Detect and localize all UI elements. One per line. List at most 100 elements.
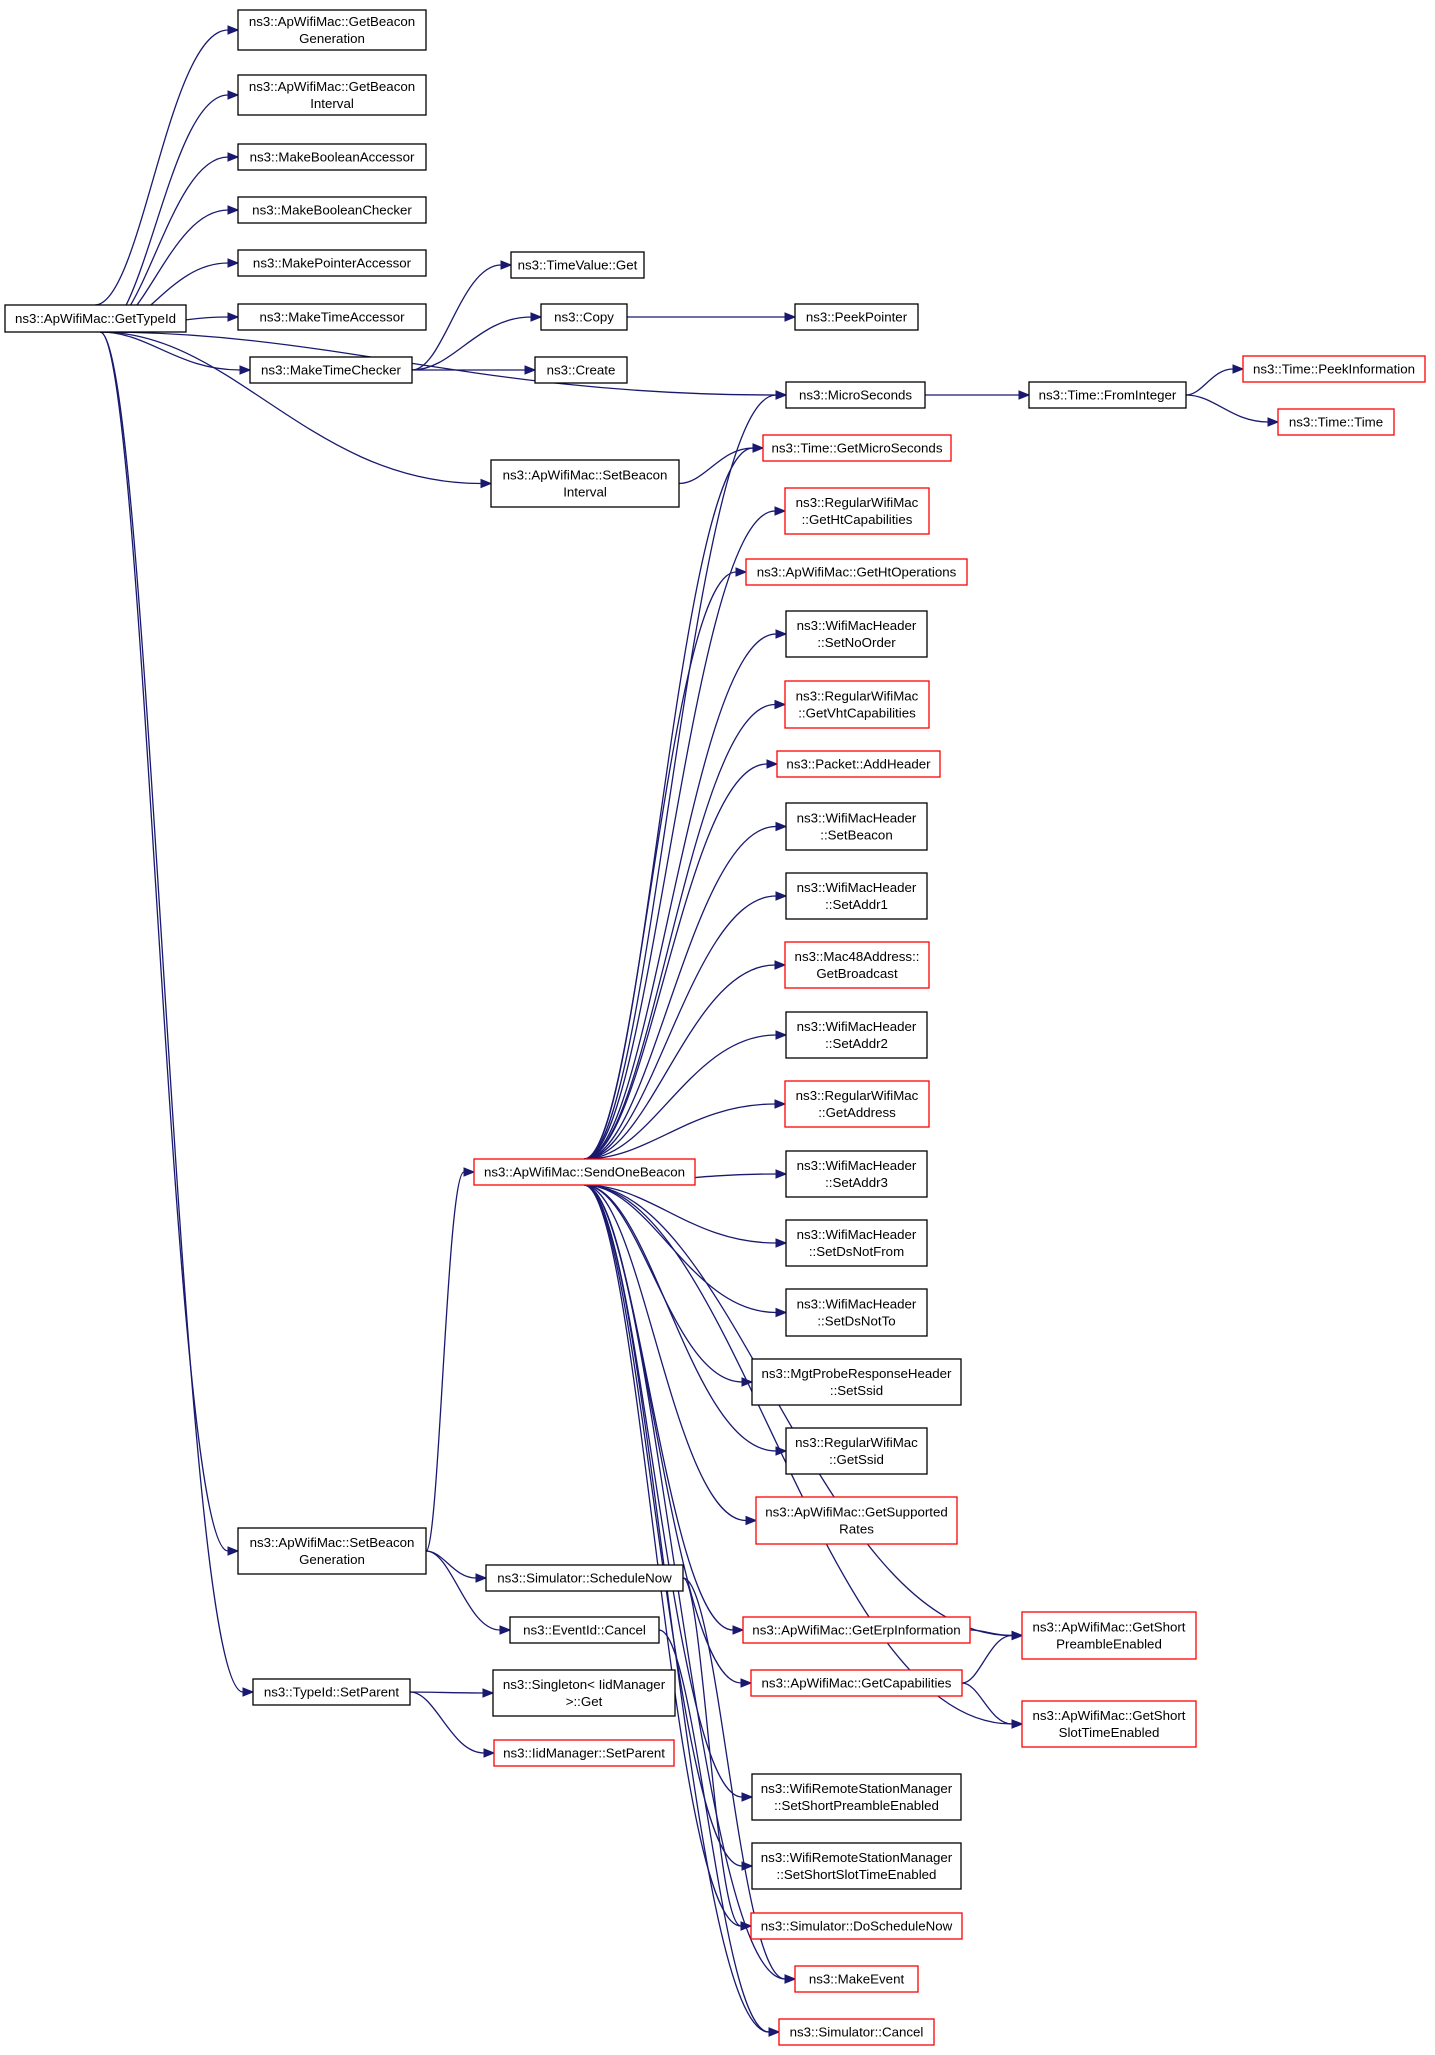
arrowhead-fromint-to-timetime xyxy=(1267,417,1280,427)
node-sendone[interactable]: ns3::ApWifiMac::SendOneBeacon xyxy=(473,1158,696,1186)
node-box-mbacc xyxy=(237,143,427,171)
node-timetime[interactable]: ns3::Time::Time xyxy=(1277,408,1395,436)
node-evcancel[interactable]: ns3::EventId::Cancel xyxy=(509,1616,660,1644)
node-getmicro[interactable]: ns3::Time::GetMicroSeconds xyxy=(762,434,952,462)
arrowhead-sendone-to-getcaps xyxy=(740,1678,753,1688)
node-label-singleton-line-2: >::Get xyxy=(566,1694,603,1709)
node-peekinfo[interactable]: ns3::Time::PeekInformation xyxy=(1242,355,1426,383)
edge-root-to-micro xyxy=(99,331,777,396)
node-doschednow[interactable]: ns3::Simulator::DoScheduleNow xyxy=(750,1912,963,1940)
node-wrsmslot[interactable]: ns3::WifiRemoteStationManager::SetShortS… xyxy=(751,1842,962,1890)
arrowhead-root-to-mtchk xyxy=(239,365,252,375)
node-makeevent[interactable]: ns3::MakeEvent xyxy=(794,1965,919,1993)
edge-root-to-gbint xyxy=(99,94,229,333)
node-box-evcancel xyxy=(509,1616,660,1644)
node-mpacc[interactable]: ns3::MakePointerAccessor xyxy=(237,249,427,277)
arrowhead-sendone-to-micro xyxy=(775,390,788,400)
node-box-iidparent xyxy=(493,1739,675,1767)
node-label-makeevent-line-1: ns3::MakeEvent xyxy=(809,1972,905,1987)
node-setdsnotto[interactable]: ns3::WifiMacHeader::SetDsNotTo xyxy=(785,1288,928,1337)
node-label-mtchk-line-1: ns3::MakeTimeChecker xyxy=(261,363,401,378)
node-addheader[interactable]: ns3::Packet::AddHeader xyxy=(776,750,941,778)
node-getbcast[interactable]: ns3::Mac48Address::GetBroadcast xyxy=(784,941,930,989)
node-ghtops[interactable]: ns3::ApWifiMac::GetHtOperations xyxy=(745,558,968,586)
node-getcaps[interactable]: ns3::ApWifiMac::GetCapabilities xyxy=(750,1669,963,1697)
node-setaddr2[interactable]: ns3::WifiMacHeader::SetAddr2 xyxy=(785,1011,928,1059)
edge-setparent-to-singleton xyxy=(409,1691,484,1694)
node-fromint[interactable]: ns3::Time::FromInteger xyxy=(1028,381,1187,409)
edges-layer xyxy=(94,25,1280,2037)
arrowhead-micro-to-fromint xyxy=(1018,390,1031,400)
edge-sbint-to-getmicro xyxy=(678,447,754,485)
arrowhead-root-to-mpacc xyxy=(227,258,240,268)
node-setaddr1[interactable]: ns3::WifiMacHeader::SetAddr1 xyxy=(785,872,928,920)
node-singleton[interactable]: ns3::Singleton< IidManager>::Get xyxy=(492,1669,676,1717)
node-label-setaddr3-line-2: ::SetAddr3 xyxy=(825,1175,888,1190)
node-label-getsuprates-line-2: Rates xyxy=(839,1522,874,1537)
edge-sbgen-to-evcancel xyxy=(425,1550,501,1631)
node-setnoorder[interactable]: ns3::WifiMacHeader::SetNoOrder xyxy=(785,610,928,658)
node-schednow[interactable]: ns3::Simulator::ScheduleNow xyxy=(485,1564,684,1592)
node-setdsnotfrom[interactable]: ns3::WifiMacHeader::SetDsNotFrom xyxy=(785,1219,928,1267)
node-getssid[interactable]: ns3::RegularWifiMac::GetSsid xyxy=(785,1427,928,1475)
arrowhead-sendone-to-getaddress xyxy=(774,1099,787,1109)
edge-sendone-to-setnoorder xyxy=(583,633,777,1160)
node-box-singleton xyxy=(492,1669,676,1717)
node-label-mpacc-line-1: ns3::MakePointerAccessor xyxy=(253,256,412,271)
node-label-timetime-line-1: ns3::Time::Time xyxy=(1289,415,1383,430)
node-mtacc[interactable]: ns3::MakeTimeAccessor xyxy=(237,303,427,331)
node-create[interactable]: ns3::Create xyxy=(534,356,628,384)
edge-sendone-to-micro xyxy=(583,394,777,1160)
node-iidparent[interactable]: ns3::IidManager::SetParent xyxy=(493,1739,675,1767)
edge-root-to-sbint xyxy=(99,331,482,485)
node-getaddress[interactable]: ns3::RegularWifiMac::GetAddress xyxy=(784,1080,930,1128)
node-label-peekinfo-line-1: ns3::Time::PeekInformation xyxy=(1253,362,1415,377)
node-label-shortslot-line-2: SlotTimeEnabled xyxy=(1059,1725,1160,1740)
arrowhead-sendone-to-ghtops xyxy=(735,567,748,577)
arrowhead-setparent-to-iidparent xyxy=(483,1748,496,1758)
node-mgtssid[interactable]: ns3::MgtProbeResponseHeader::SetSsid xyxy=(751,1358,962,1406)
node-wrsmpre[interactable]: ns3::WifiRemoteStationManager::SetShortP… xyxy=(751,1773,962,1821)
node-peekptr[interactable]: ns3::PeekPointer xyxy=(794,303,919,331)
node-box-getssid xyxy=(785,1427,928,1475)
node-setparent[interactable]: ns3::TypeId::SetParent xyxy=(252,1678,411,1706)
node-root: ns3::ApWifiMac::GetTypeId xyxy=(4,304,187,333)
node-label-setbeacon-line-2: ::SetBeacon xyxy=(820,828,892,843)
node-simcancel[interactable]: ns3::Simulator::Cancel xyxy=(778,2018,935,2046)
node-box-geterp xyxy=(742,1616,971,1644)
node-tvget[interactable]: ns3::TimeValue::Get xyxy=(510,251,645,279)
node-mbacc[interactable]: ns3::MakeBooleanAccessor xyxy=(237,143,427,171)
node-box-getaddress xyxy=(784,1080,930,1128)
node-box-addheader xyxy=(776,750,941,778)
edge-sendone-to-ghtops xyxy=(583,571,737,1160)
node-label-addheader-line-1: ns3::Packet::AddHeader xyxy=(786,757,931,772)
edge-sendone-to-getssid xyxy=(583,1184,777,1452)
node-label-ghtcap-line-2: ::GetHtCapabilities xyxy=(802,512,913,527)
arrowhead-root-to-sbint xyxy=(480,478,493,489)
arrowhead-sendone-to-setdsnotfrom xyxy=(775,1238,788,1248)
arrowhead-sendone-to-setaddr3 xyxy=(775,1169,788,1179)
node-copy[interactable]: ns3::Copy xyxy=(540,303,628,331)
node-label-gvhtcap-line-2: ::GetVhtCapabilities xyxy=(798,706,916,721)
node-label-mtacc-line-1: ns3::MakeTimeAccessor xyxy=(259,310,405,325)
node-ghtcap[interactable]: ns3::RegularWifiMac::GetHtCapabilities xyxy=(784,487,930,535)
node-setaddr3[interactable]: ns3::WifiMacHeader::SetAddr3 xyxy=(785,1150,928,1198)
node-setbeacon[interactable]: ns3::WifiMacHeader::SetBeacon xyxy=(785,802,928,851)
node-gvhtcap[interactable]: ns3::RegularWifiMac::GetVhtCapabilities xyxy=(784,680,930,729)
node-micro[interactable]: ns3::MicroSeconds xyxy=(785,381,926,409)
node-mbchk[interactable]: ns3::MakeBooleanChecker xyxy=(237,196,427,224)
node-label-getmicro-line-1: ns3::Time::GetMicroSeconds xyxy=(772,441,943,456)
node-geterp[interactable]: ns3::ApWifiMac::GetErpInformation xyxy=(742,1616,971,1644)
node-box-getbcast xyxy=(784,941,930,989)
node-mtchk[interactable]: ns3::MakeTimeChecker xyxy=(249,356,413,384)
edge-sendone-to-wrsmslot xyxy=(583,1184,743,1867)
node-box-setaddr2 xyxy=(785,1011,928,1059)
node-box-mbchk xyxy=(237,196,427,224)
